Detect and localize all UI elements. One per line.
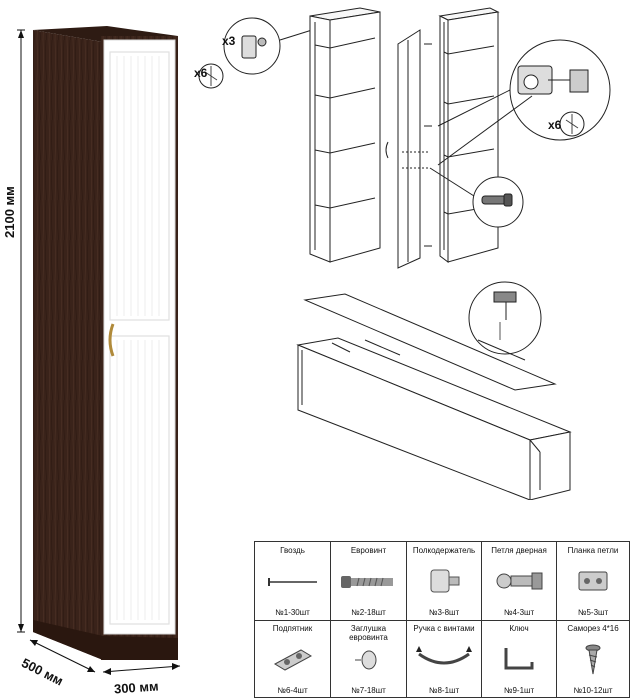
door-hinge-icon xyxy=(496,572,543,590)
euroscrew-icon xyxy=(341,576,393,588)
handle-icon xyxy=(416,646,472,665)
part-qty: №3-8шт xyxy=(428,608,460,617)
part-cell: Ключ №9-1шт xyxy=(482,620,557,698)
part-qty: №7-18шт xyxy=(351,686,386,695)
hinge-plate-icon xyxy=(578,571,608,591)
glide-foot-icon xyxy=(273,649,313,671)
assembly-diagram-back-panel xyxy=(296,281,572,500)
part-name: Гвоздь xyxy=(280,546,305,555)
part-qty: №8-1шт xyxy=(428,686,460,695)
part-qty: №6-4шт xyxy=(277,686,308,695)
nail-icon xyxy=(268,578,317,586)
part-name: Саморез 4*16 xyxy=(567,624,619,633)
part-name: Ручка с винтами xyxy=(413,624,475,633)
part-cell: Гвоздь №1-30шт xyxy=(255,542,331,620)
screw-cap-icon xyxy=(355,650,377,670)
part-name: Петля дверная xyxy=(491,546,547,555)
parts-table: Гвоздь №1-30шт Евровинт №2-18шт Полкодер… xyxy=(254,541,630,698)
part-cell: Евровинт №2-18шт xyxy=(331,542,407,620)
wood-screw-icon xyxy=(585,644,601,675)
wardrobe-door xyxy=(103,39,176,635)
height-dimension-label: 2100 мм xyxy=(2,186,17,238)
screw-count-label-left: x6 xyxy=(194,66,208,80)
part-qty: №2-18шт xyxy=(351,608,386,617)
part-qty: №9-1шт xyxy=(503,686,535,695)
part-qty: №10-12шт xyxy=(573,686,613,695)
assembly-diagram-cabinets xyxy=(198,7,611,269)
width-dimension-label: 300 мм xyxy=(113,678,160,697)
part-cell: Саморез 4*16 №10-12шт xyxy=(557,620,629,698)
shelf-support-icon xyxy=(430,569,460,593)
wardrobe-side-panel xyxy=(33,30,103,660)
part-cell: Подпятник №6-4шт xyxy=(255,620,331,698)
part-name: Ключ xyxy=(509,624,529,633)
wardrobe-plinth xyxy=(33,620,178,660)
part-qty: №4-3шт xyxy=(503,608,535,617)
part-name: Полкодержатель xyxy=(412,546,476,555)
part-qty: №5-3шт xyxy=(577,608,609,617)
hinge-count-label: x3 xyxy=(222,34,236,48)
part-name: Планка петли xyxy=(567,546,619,555)
part-cell: Полкодержатель №3-8шт xyxy=(407,542,482,620)
parts-row-1: Гвоздь №1-30шт Евровинт №2-18шт Полкодер… xyxy=(255,542,629,621)
hammer-detail-circle xyxy=(468,281,542,355)
part-name: Евровинт xyxy=(350,546,387,555)
part-cell: Ручка с винтами №8-1шт xyxy=(407,620,482,698)
part-name: Подпятник xyxy=(272,624,313,633)
part-cell: Планка петли №5-3шт xyxy=(557,542,629,620)
hex-key-icon xyxy=(504,648,534,670)
door-handle-icon xyxy=(108,323,115,357)
part-name: Заглушка евровинта xyxy=(349,624,388,642)
part-cell: Петля дверная №4-3шт xyxy=(482,542,557,620)
part-qty: №1-30шт xyxy=(275,608,310,617)
part-cell: Заглушка евровинта №7-18шт xyxy=(331,620,407,698)
parts-row-2: Подпятник №6-4шт Заглушка евровинта №7-1… xyxy=(255,620,629,698)
screw-count-label-right: x6 xyxy=(548,118,562,132)
wardrobe-illustration xyxy=(17,26,181,675)
